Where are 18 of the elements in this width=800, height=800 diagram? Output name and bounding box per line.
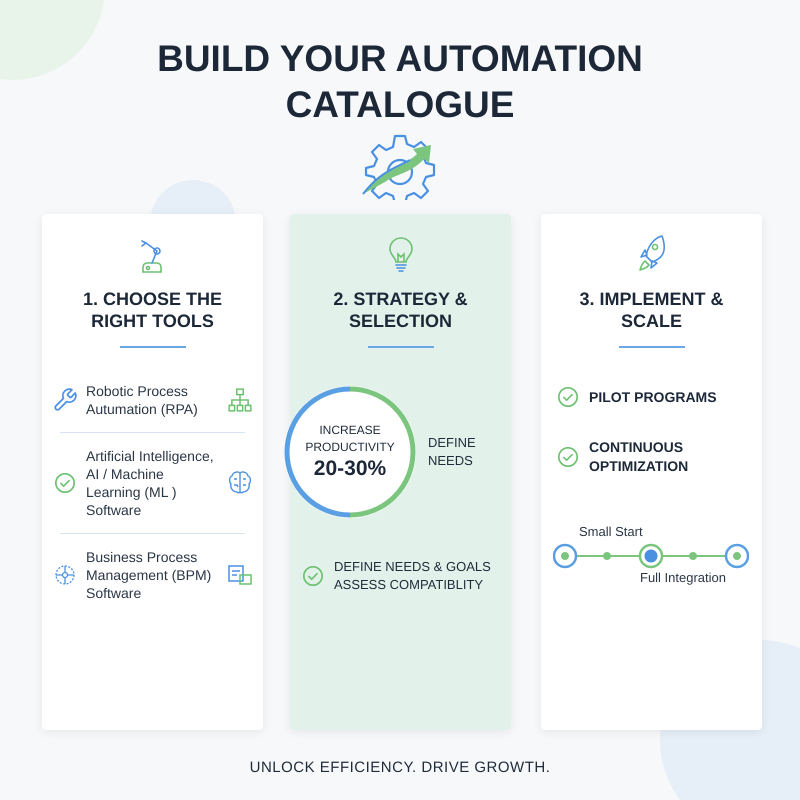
step-heading: 1. CHOOSE THE RIGHT TOOLS — [82, 288, 224, 332]
timeline-label: Full Integration — [640, 569, 726, 587]
item-text: Business Process Management (BPM) Software — [86, 548, 212, 602]
item-text: DEFINE NEEDS & GOALS ASSESS COMPATIBLITY — [334, 558, 492, 594]
item-text: Robotic Process Autumation (RPA) — [86, 382, 199, 418]
item-text: Artificial Intelligence, AI / Machine Learning (ML ) Software — [86, 447, 215, 519]
side-note: DEFINE NEEDS — [428, 434, 477, 470]
step-card — [541, 214, 762, 730]
gauge-heading: INCREASE PRODUCTIVITY — [304, 422, 396, 456]
step-card — [42, 214, 263, 730]
gauge-value: 20-30% — [314, 456, 386, 482]
step-heading: 2. STRATEGY & SELECTION — [332, 288, 469, 332]
tagline: UNLOCK EFFICIENCY. DRIVE GROWTH. — [248, 758, 552, 778]
title: BUILD YOUR AUTOMATION CATALOGUE — [156, 37, 644, 127]
timeline-label: Small Start — [579, 523, 643, 541]
step-heading: 3. IMPLEMENT & SCALE — [578, 288, 724, 332]
item-text: CONTINUOUS OPTIMIZATION — [589, 438, 690, 476]
item-text: PILOT PROGRAMS — [589, 388, 718, 406]
